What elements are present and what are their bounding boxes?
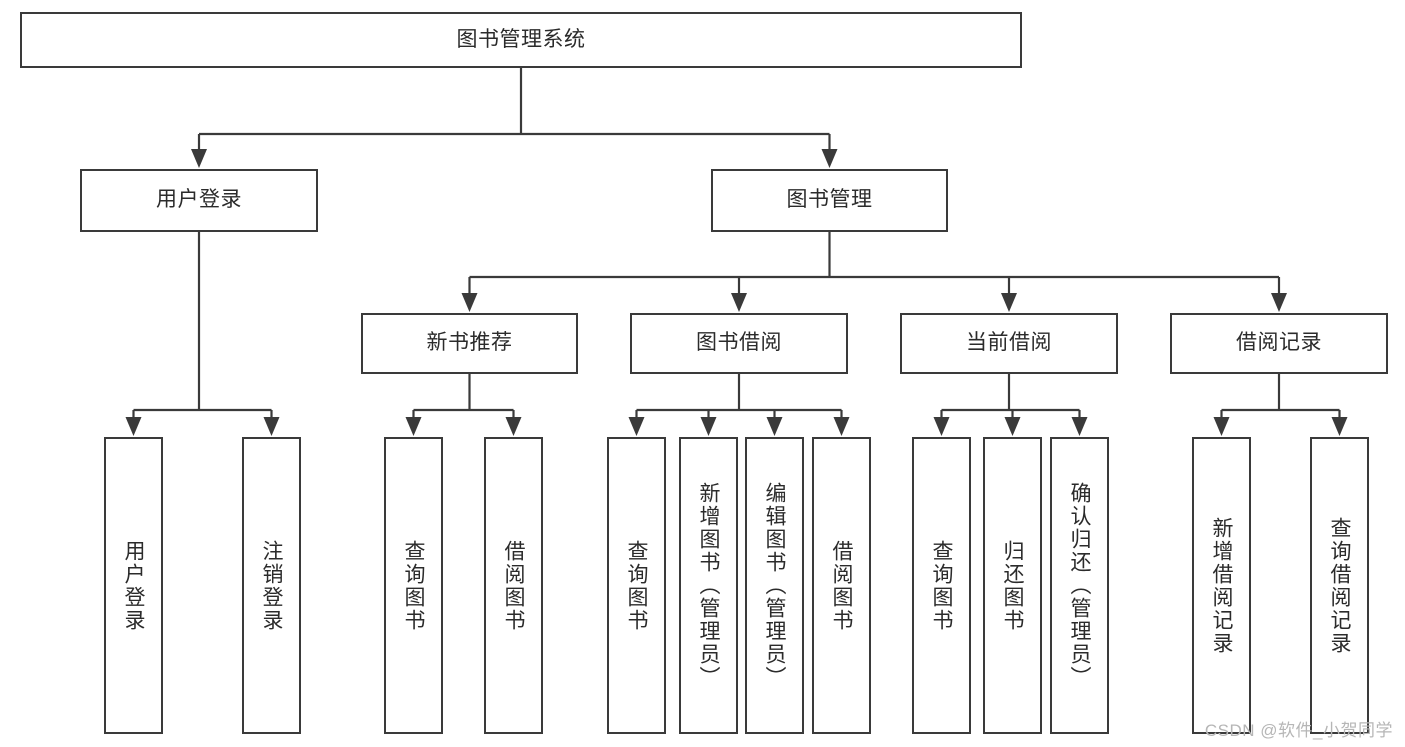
watermark: CSDN @软件_小贺同学 — [1204, 721, 1393, 740]
node-borrow-3[interactable]: 编辑图书（管理员） — [745, 437, 804, 734]
node-label-borrow-2: 新增图书（管理员） — [697, 482, 720, 689]
node-current-1[interactable]: 查询图书 — [912, 437, 971, 734]
node-label-current-2: 归还图书 — [1001, 539, 1024, 632]
node-label-records-2: 查询借阅记录 — [1328, 516, 1351, 655]
connector-current — [933, 374, 1088, 436]
node-login[interactable]: 用户登录 — [80, 169, 318, 232]
node-label-current-1: 查询图书 — [930, 539, 953, 632]
node-login-1[interactable]: 用户登录 — [104, 437, 163, 734]
node-label-borrow-1: 查询图书 — [625, 539, 648, 632]
node-label-current-3: 确认归还（管理员） — [1068, 482, 1091, 689]
node-current-3[interactable]: 确认归还（管理员） — [1050, 437, 1109, 734]
node-bookmgmt[interactable]: 图书管理 — [711, 169, 948, 232]
node-current-2[interactable]: 归还图书 — [983, 437, 1042, 734]
node-label-login-1: 用户登录 — [122, 539, 145, 632]
connector-root — [191, 68, 838, 168]
node-label-login: 用户登录 — [156, 188, 242, 212]
node-label-borrow: 图书借阅 — [696, 331, 782, 355]
node-root[interactable]: 图书管理系统 — [20, 12, 1022, 68]
connector-records — [1213, 374, 1348, 436]
connector-bookmgmt — [461, 232, 1287, 312]
node-borrow-2[interactable]: 新增图书（管理员） — [679, 437, 738, 734]
node-records-2[interactable]: 查询借阅记录 — [1310, 437, 1369, 734]
node-label-current: 当前借阅 — [966, 331, 1052, 355]
node-label-login-2: 注销登录 — [260, 539, 283, 632]
connector-login — [125, 232, 280, 436]
node-label-newbook: 新书推荐 — [426, 331, 513, 355]
node-label-records-1: 新增借阅记录 — [1210, 516, 1233, 655]
node-label-borrow-3: 编辑图书（管理员） — [763, 482, 786, 689]
node-newbook[interactable]: 新书推荐 — [361, 313, 578, 374]
node-label-newbook-2: 借阅图书 — [502, 539, 525, 632]
node-label-newbook-1: 查询图书 — [402, 539, 425, 632]
node-label-records: 借阅记录 — [1236, 331, 1322, 355]
node-records[interactable]: 借阅记录 — [1170, 313, 1388, 374]
node-label-borrow-4: 借阅图书 — [830, 539, 853, 632]
node-borrow[interactable]: 图书借阅 — [630, 313, 848, 374]
node-records-1[interactable]: 新增借阅记录 — [1192, 437, 1251, 734]
node-label-bookmgmt: 图书管理 — [786, 188, 873, 212]
connector-newbook — [405, 374, 522, 436]
node-label-root: 图书管理系统 — [456, 27, 586, 51]
node-borrow-1[interactable]: 查询图书 — [607, 437, 666, 734]
node-login-2[interactable]: 注销登录 — [242, 437, 301, 734]
node-newbook-1[interactable]: 查询图书 — [384, 437, 443, 734]
connector-borrow — [628, 374, 850, 436]
node-newbook-2[interactable]: 借阅图书 — [484, 437, 543, 734]
node-current[interactable]: 当前借阅 — [900, 313, 1118, 374]
node-borrow-4[interactable]: 借阅图书 — [812, 437, 871, 734]
